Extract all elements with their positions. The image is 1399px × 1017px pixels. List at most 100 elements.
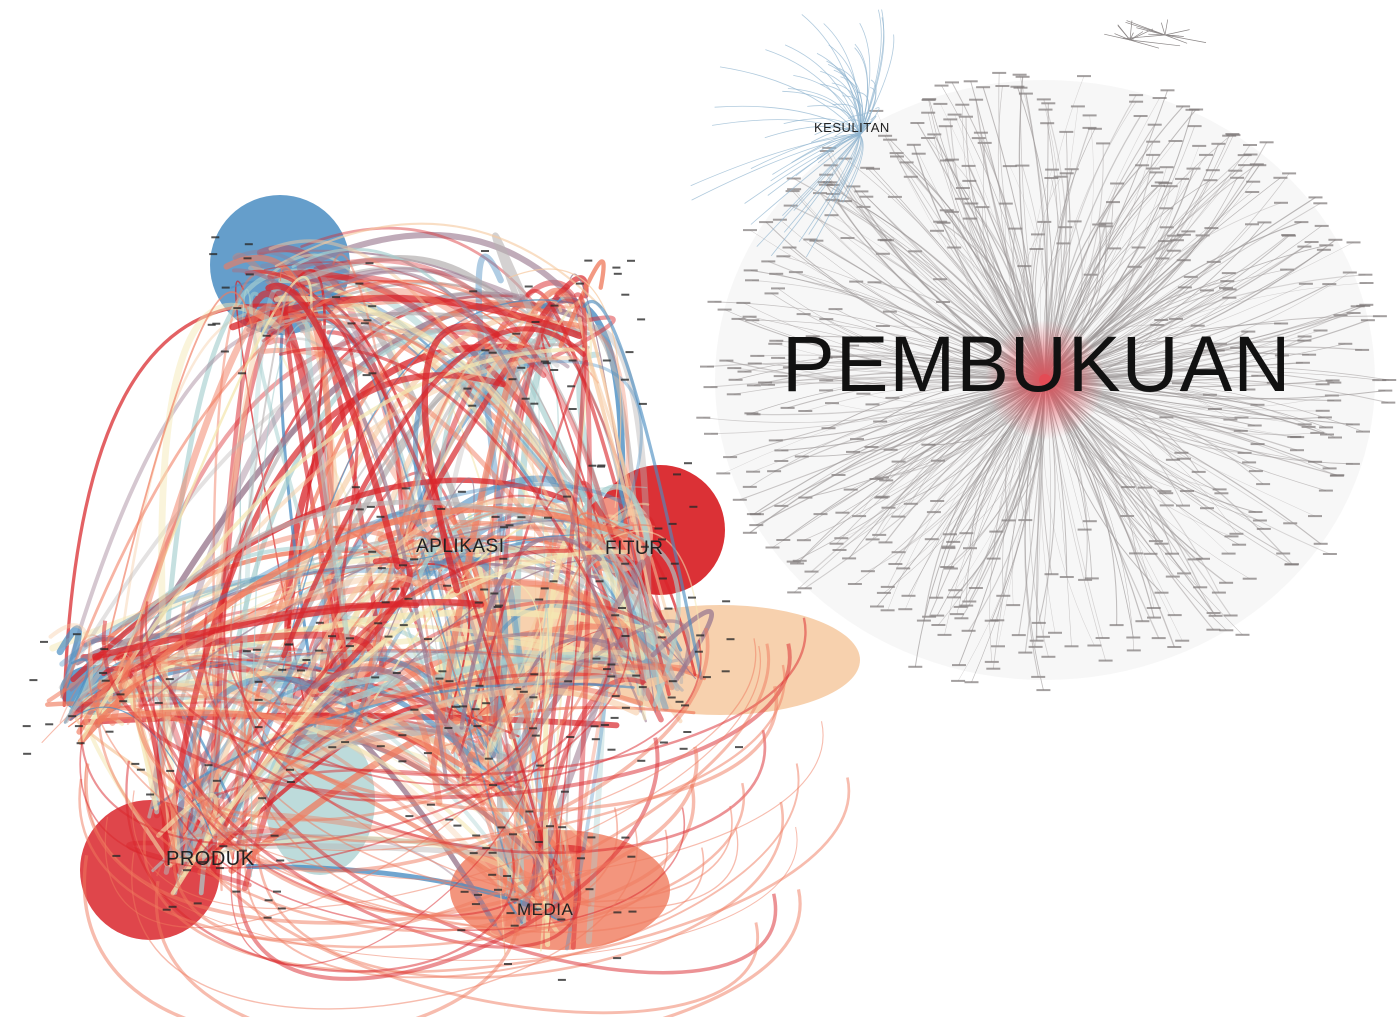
right-network-node (962, 630, 976, 632)
left-network-node (368, 551, 376, 553)
right-network-node (771, 287, 785, 289)
right-network-node (1083, 114, 1097, 116)
left-network-node (550, 369, 558, 371)
right-network-node (1159, 492, 1173, 494)
right-network-node (749, 524, 763, 526)
right-network-node (1030, 248, 1044, 250)
left-network-node (544, 517, 552, 519)
right-network-node (1355, 349, 1369, 351)
right-network-node (1060, 172, 1074, 174)
left-network-node (219, 845, 227, 847)
right-network-node (708, 301, 722, 303)
right-network-node (945, 81, 959, 83)
left-network-node (443, 585, 451, 587)
left-network-node (659, 578, 667, 580)
right-network-node (902, 595, 916, 597)
left-network-node (166, 678, 174, 680)
left-network-node (233, 307, 241, 309)
left-network-node (621, 563, 629, 565)
left-network-node (253, 649, 261, 651)
right-network-node (921, 444, 935, 446)
right-network-node (844, 489, 858, 491)
hub-label-media: MEDIA (517, 900, 573, 920)
left-network-node (463, 388, 471, 390)
right-network-node (1361, 319, 1375, 321)
left-network-node (366, 262, 374, 264)
left-network-node (612, 267, 620, 269)
left-network-node (511, 925, 519, 927)
left-network-node (532, 321, 540, 323)
left-network-node (492, 516, 500, 518)
left-network-node (244, 257, 252, 259)
right-network-node (1225, 535, 1239, 537)
left-network-node (618, 607, 626, 609)
left-network-node (461, 891, 469, 893)
left-network-node (614, 273, 622, 275)
right-network-node (783, 247, 797, 249)
right-network-node (1206, 169, 1220, 171)
right-network-node (1299, 283, 1313, 285)
right-network-node (797, 539, 811, 541)
right-network-node (803, 239, 817, 241)
right-network-node (825, 214, 839, 216)
right-network-node (922, 98, 936, 100)
right-network-node (959, 116, 973, 118)
right-network-node (969, 587, 983, 589)
left-network-node (341, 741, 349, 743)
right-network-node (1326, 379, 1340, 381)
left-network-node (584, 260, 592, 262)
right-network-node (1087, 645, 1101, 647)
left-network-node (546, 825, 554, 827)
right-network-node (854, 190, 868, 192)
left-network-node (146, 794, 154, 796)
left-network-node (587, 836, 595, 838)
left-network-node (68, 715, 76, 717)
right-network-node (917, 620, 931, 622)
left-network-node (382, 601, 390, 603)
right-network-node (1245, 223, 1259, 225)
right-network-node (773, 219, 787, 221)
left-network-node (509, 378, 517, 380)
left-network-node (735, 746, 743, 748)
left-network-node (608, 749, 616, 751)
right-network-node (907, 144, 921, 146)
right-network-node (822, 427, 836, 429)
left-network-node (603, 360, 611, 362)
right-network-node (1256, 483, 1270, 485)
hub-label-pembukuan: PEMBUKUAN (782, 318, 1291, 410)
left-network-node (611, 717, 619, 719)
left-network-node (627, 260, 635, 262)
right-network-node (1016, 76, 1030, 78)
left-network-node (399, 564, 407, 566)
right-network-node (829, 308, 843, 310)
right-network-node (912, 153, 926, 155)
right-network-node (954, 617, 968, 619)
left-network-node (368, 372, 376, 374)
right-network-node (704, 386, 718, 388)
left-network-node (689, 506, 697, 508)
left-network-node (155, 702, 163, 704)
left-network-node (367, 506, 375, 508)
left-network-node (119, 700, 127, 702)
right-network-node (1204, 227, 1218, 229)
right-network-node (950, 613, 964, 615)
left-network-node (112, 855, 120, 857)
right-network-node (1175, 640, 1189, 642)
right-network-node (1236, 634, 1250, 636)
right-network-node (937, 222, 951, 224)
left-network-node (474, 894, 482, 896)
left-network-node (637, 760, 645, 762)
left-network-node (529, 696, 537, 698)
left-network-node (622, 635, 630, 637)
left-network-node (377, 516, 385, 518)
right-network-node (745, 279, 759, 281)
left-network-node (485, 758, 493, 760)
right-network-node (1188, 125, 1202, 127)
left-network-node (665, 608, 673, 610)
right-network-node (700, 366, 714, 368)
right-network-node (985, 661, 999, 663)
right-network-node (1316, 410, 1330, 412)
right-network-node (718, 309, 732, 311)
left-network-node (469, 290, 477, 292)
